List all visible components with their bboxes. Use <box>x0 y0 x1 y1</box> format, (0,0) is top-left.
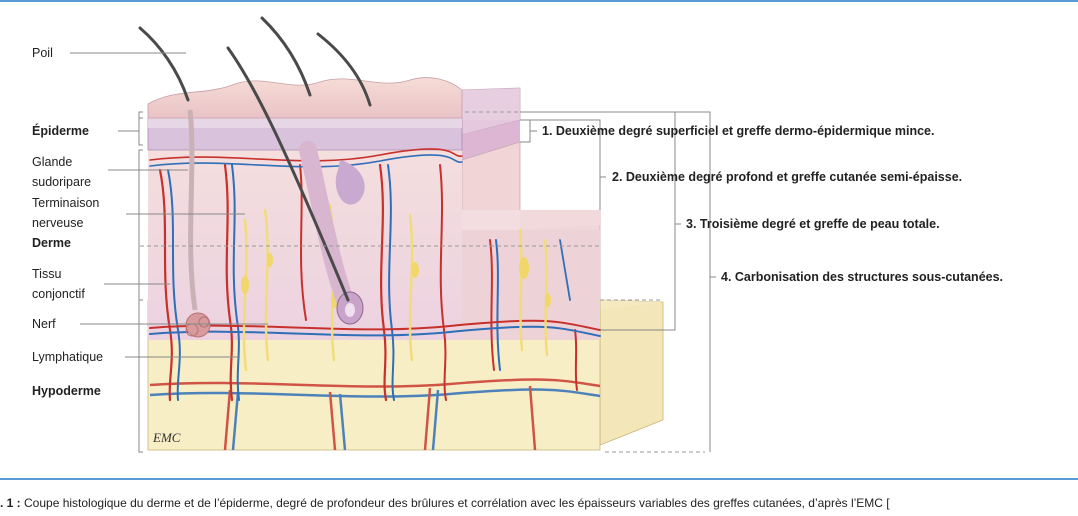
label-nerf: Nerf <box>32 317 56 331</box>
label-terminaison-line2: nerveuse <box>32 216 84 230</box>
label-glande-line2: sudoripare <box>32 175 92 189</box>
caption-text: Coupe histologique du derme et de l’épid… <box>24 496 890 510</box>
degree-1-label: 1. Deuxième degré superficiel et greffe … <box>542 124 935 138</box>
hair-shafts <box>138 16 372 302</box>
figure-caption: . 1 : Coupe histologique du derme et de … <box>0 496 1078 516</box>
label-tissu-line2: conjonctif <box>32 287 85 301</box>
depth-guides <box>140 111 705 453</box>
leader-lines <box>70 52 268 358</box>
degree-4-label: 4. Carbonisation des structures sous-cut… <box>721 270 1004 284</box>
left-brackets <box>138 111 143 453</box>
top-rule <box>0 0 1078 2</box>
label-hypoderme: Hypoderme <box>32 384 101 398</box>
skin-surface <box>147 77 463 119</box>
sweat-gland <box>185 109 211 338</box>
skin-cross-section-diagram: EMC <box>70 16 716 453</box>
nerve-endings <box>241 253 551 308</box>
label-derme: Derme <box>32 236 71 250</box>
label-terminaison-line1: Terminaison <box>32 196 100 210</box>
hair-follicle <box>299 141 365 325</box>
degree-brackets <box>520 111 716 452</box>
label-epiderme: Épiderme <box>32 124 89 138</box>
caption-prefix: . 1 : <box>0 496 21 510</box>
degree-3-label: 3. Troisième degré et greffe de peau tot… <box>686 217 940 231</box>
label-poil: Poil <box>32 46 53 60</box>
emc-watermark: EMC <box>152 430 181 445</box>
label-glande-line1: Glande <box>32 155 73 169</box>
block-side-faces <box>461 87 664 446</box>
blood-vessels <box>149 148 601 402</box>
bottom-rule <box>0 478 1078 480</box>
degree-2-label: 2. Deuxième degré profond et greffe cuta… <box>612 170 963 184</box>
label-tissu-line1: Tissu <box>32 267 62 281</box>
label-lymphatique: Lymphatique <box>32 350 104 364</box>
